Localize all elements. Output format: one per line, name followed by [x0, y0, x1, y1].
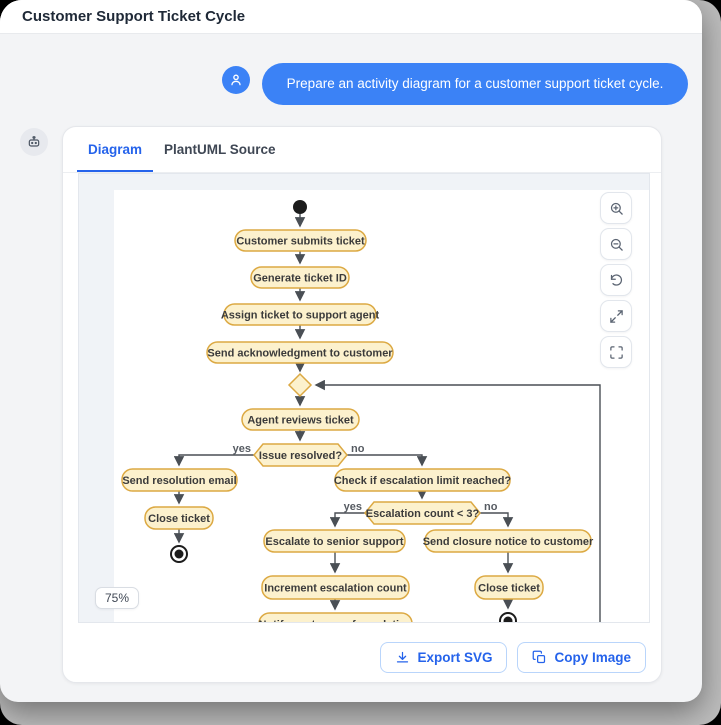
robot-icon — [26, 134, 42, 150]
app-header: Customer Support Ticket Cycle — [0, 0, 702, 34]
action-node — [223, 303, 377, 326]
node-label: Assign ticket to support agent — [221, 309, 380, 321]
end-node-core — [503, 616, 513, 622]
reset-view-button[interactable] — [600, 264, 632, 296]
node-label: Escalate to senior support — [265, 536, 403, 548]
tab-diagram[interactable]: Diagram — [77, 127, 154, 172]
node-label: Send closure notice to customer — [423, 536, 594, 548]
tab-plantuml-source[interactable]: PlantUML Source — [164, 142, 276, 157]
action-node — [261, 575, 410, 600]
page-title: Customer Support Ticket Cycle — [22, 8, 246, 25]
user-avatar — [222, 66, 250, 94]
expand-button[interactable] — [600, 300, 632, 332]
branch-label: no — [484, 501, 498, 513]
export-svg-button[interactable]: Export SVG — [380, 642, 508, 673]
zoom-out-button[interactable] — [600, 228, 632, 260]
viewer-controls — [600, 192, 632, 368]
diagram-edge — [347, 454, 428, 467]
node-label: Increment escalation count — [264, 582, 407, 594]
decision-node — [253, 443, 348, 467]
action-node — [144, 506, 214, 530]
reset-rotate-icon — [609, 273, 624, 288]
fullscreen-icon — [609, 345, 624, 360]
zoom-in-icon — [609, 201, 624, 216]
node-label: Send resolution email — [122, 475, 236, 487]
action-node — [121, 468, 238, 492]
zoom-level-badge: 75% — [95, 587, 140, 609]
diagram-edge — [314, 379, 601, 622]
node-label: Send acknowledgment to customer — [207, 347, 393, 359]
card-footer-actions: Export SVG Copy Image — [380, 642, 646, 673]
export-svg-label: Export SVG — [417, 650, 493, 665]
node-label: Close ticket — [478, 582, 540, 594]
action-node — [241, 408, 360, 431]
action-node — [250, 266, 350, 289]
copy-icon — [532, 650, 547, 665]
branch-label: yes — [344, 501, 362, 513]
node-label: Customer submits ticket — [236, 235, 365, 247]
action-node — [258, 612, 413, 622]
copy-image-label: Copy Image — [554, 650, 631, 665]
action-node — [424, 529, 592, 553]
user-message-bubble: Prepare an activity diagram for a custom… — [262, 63, 688, 105]
decision-node — [364, 501, 481, 525]
node-label: Escalation count < 3? — [366, 508, 480, 520]
diagram-edge — [173, 454, 254, 467]
tab-bar: Diagram PlantUML Source — [63, 127, 661, 173]
copy-image-button[interactable]: Copy Image — [517, 642, 646, 673]
diagram-edge — [480, 512, 514, 528]
zoom-in-button[interactable] — [600, 192, 632, 224]
download-icon — [395, 650, 410, 665]
node-label: Generate ticket ID — [253, 272, 347, 284]
fullscreen-button[interactable] — [600, 336, 632, 368]
action-node — [206, 341, 394, 364]
node-label: Check if escalation limit reached? — [334, 475, 512, 487]
node-label: Close ticket — [148, 513, 210, 525]
diagram-card: Diagram PlantUML Source Customer submits… — [62, 126, 662, 683]
action-node — [234, 229, 367, 252]
action-node — [263, 529, 406, 553]
start-node — [293, 200, 307, 214]
action-node — [474, 575, 544, 600]
branch-label: yes — [233, 443, 251, 455]
zoom-out-icon — [609, 237, 624, 252]
merge-node — [287, 372, 313, 398]
diagram-edge — [329, 512, 365, 528]
expand-icon — [609, 309, 624, 324]
end-node-core — [174, 549, 184, 559]
node-label: Agent reviews ticket — [247, 414, 354, 426]
action-node — [334, 468, 511, 492]
branch-label: no — [351, 443, 365, 455]
assistant-avatar — [20, 128, 48, 156]
node-label: Notify customer of escalation — [258, 619, 412, 622]
person-icon — [228, 72, 244, 88]
node-label: Issue resolved? — [259, 450, 342, 462]
app-window: Customer Support Ticket Cycle Prepare an… — [0, 0, 702, 702]
